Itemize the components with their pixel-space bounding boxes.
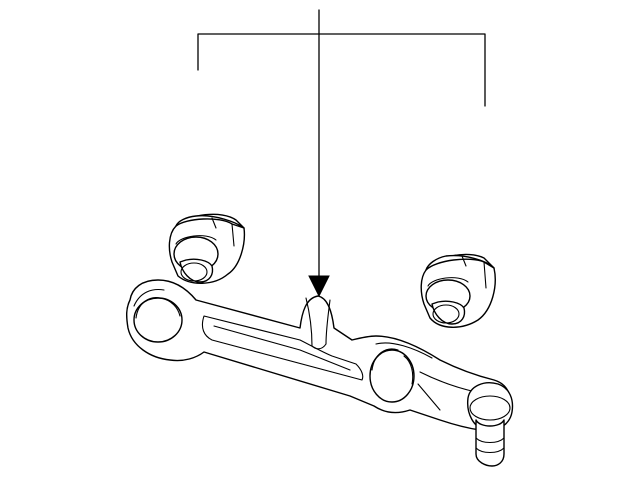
ball-joint <box>467 382 514 467</box>
callout-bracket <box>197 9 486 298</box>
front-bushing <box>168 213 246 284</box>
arrowhead-icon <box>308 275 330 298</box>
lower-control-arm <box>125 279 512 432</box>
rear-bushing <box>420 253 496 328</box>
bracket-line <box>197 33 486 107</box>
